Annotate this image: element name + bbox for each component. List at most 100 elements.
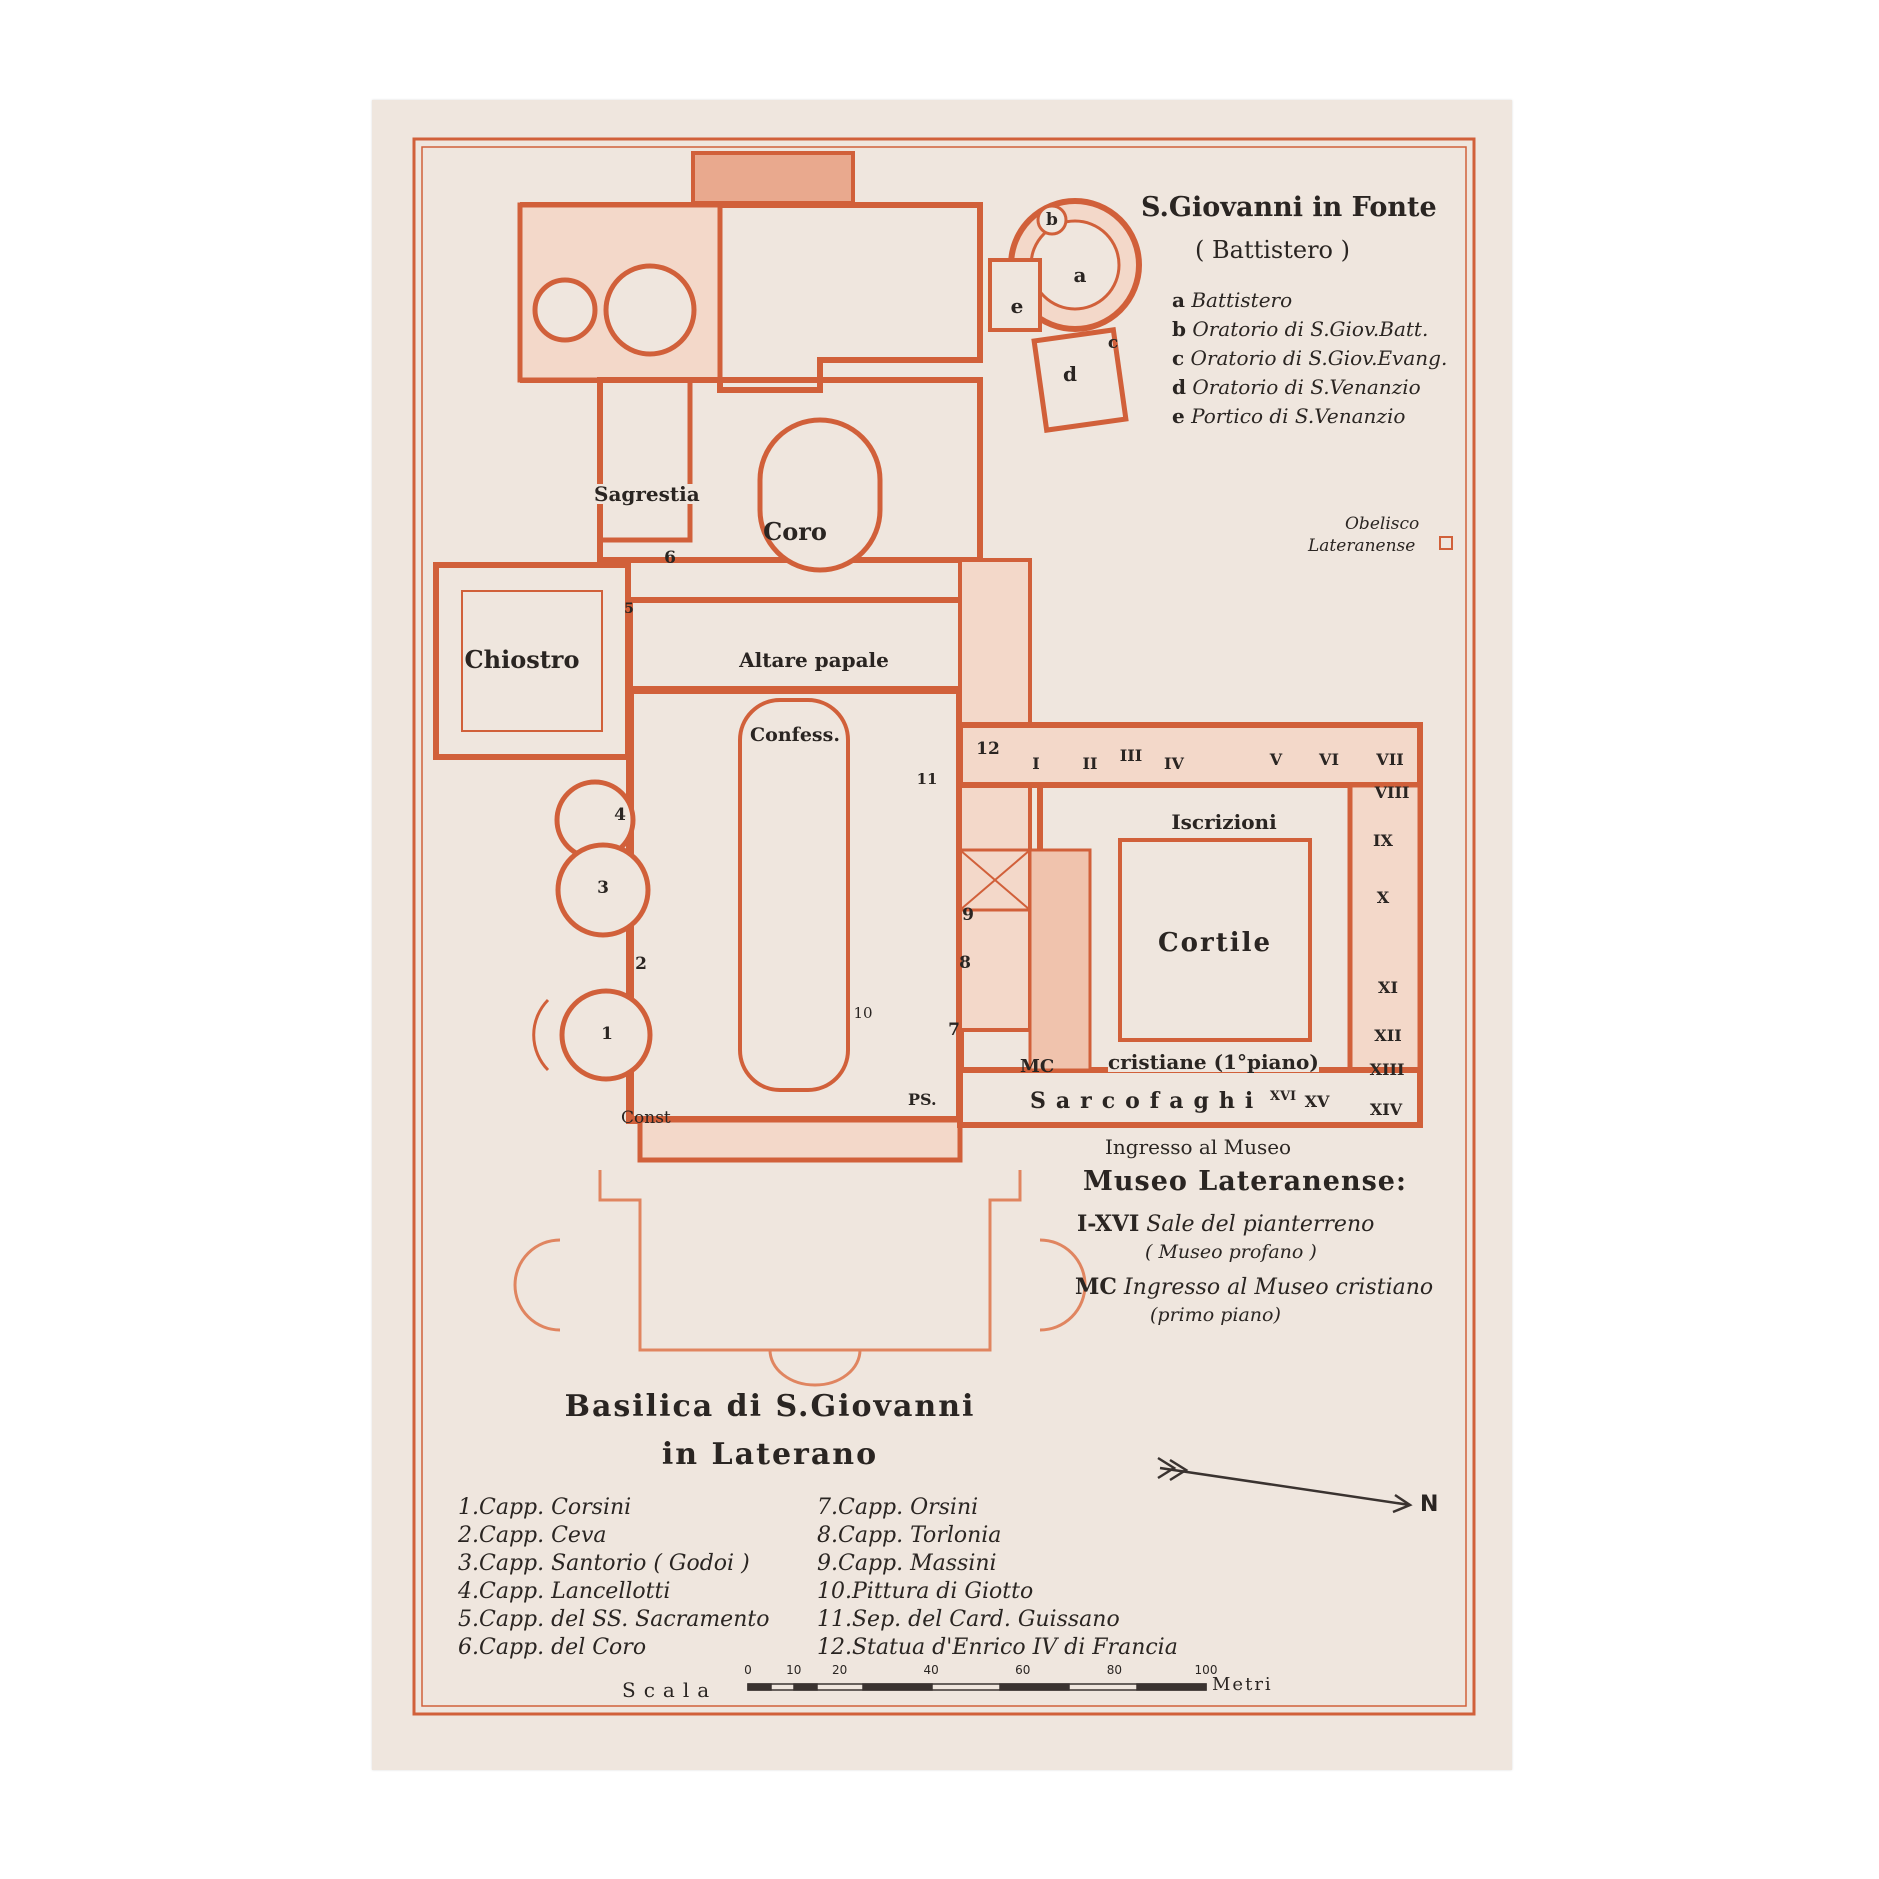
map-frame-inner [421, 146, 1467, 1707]
museum-hall-VI: VI [1319, 750, 1339, 769]
label-confess: Confess. [750, 724, 840, 746]
compass-arrow [1157, 1456, 1413, 1514]
baptistery-legend-key: d [1172, 375, 1186, 399]
label-ps: PS. [908, 1090, 937, 1109]
museum-legend-key1: I-XVI [1077, 1211, 1140, 1237]
chapel-number-6: 6 [664, 548, 676, 568]
map-frame-outer [412, 137, 1476, 1716]
baptistery-legend-item: d Oratorio di S.Venanzio [1172, 377, 1421, 397]
chapel-number-11: 11 [916, 770, 938, 788]
chapel-number-8: 8 [959, 953, 971, 973]
scale-tick-label: 60 [1015, 1663, 1031, 1677]
museum-hall-XV: XV [1304, 1092, 1330, 1111]
baptistery-title: S.Giovanni in Fonte [1141, 192, 1437, 223]
baptistery-legend-item: b Oratorio di S.Giov.Batt. [1172, 319, 1428, 339]
baptistery-legend-item: a Battistero [1172, 290, 1292, 310]
baptistery-letter-a: a [1073, 263, 1087, 287]
chapel-legend-item: 4.Capp. Lancellotti [458, 1579, 671, 1604]
museum-hall-IV: IV [1164, 754, 1184, 773]
label-cristiane: cristiane (1°piano) [1108, 1050, 1319, 1074]
chapel-legend-item: 8.Capp. Torlonia [817, 1523, 1002, 1548]
label-sarcofaghi: Sarcofaghi [1030, 1088, 1264, 1114]
museum-hall-VIII: VIII [1374, 783, 1410, 802]
label-ingresso-museo: Ingresso al Museo [1105, 1135, 1292, 1159]
chapel-legend-item: 9.Capp. Massini [817, 1551, 997, 1576]
baptistery-subtitle: ( Battistero ) [1195, 236, 1350, 264]
chapel-number-4: 4 [614, 805, 626, 825]
chapel-legend-item: 5.Capp. del SS. Sacramento [458, 1607, 770, 1632]
museum-hall-X: X [1376, 888, 1390, 907]
label-chiostro: Chiostro [464, 645, 580, 674]
scale-tick-label: 10 [786, 1663, 802, 1677]
baptistery-letter-b: b [1046, 210, 1058, 230]
scale-label: Scala [622, 1678, 718, 1702]
scale-tick-label: 100 [1194, 1663, 1218, 1677]
chapel-legend-item: 3.Capp. Santorio ( Godoi ) [458, 1551, 750, 1576]
baptistery-legend-item: c Oratorio di S.Giov.Evang. [1172, 348, 1447, 368]
chapel-number-1: 1 [601, 1024, 613, 1044]
museum-hall-VII: VII [1376, 750, 1404, 769]
chapel-number-10: 10 [853, 1004, 873, 1022]
scale-bar [747, 1683, 1207, 1691]
scale-tick-label: 40 [923, 1663, 939, 1677]
museum-title: Museo Lateranense: [1083, 1166, 1407, 1197]
chapel-number-3: 3 [597, 878, 609, 898]
museum-legend-key2: MC [1075, 1274, 1117, 1300]
baptistery-legend-key: c [1172, 346, 1185, 370]
chapel-legend-item: 7.Capp. Orsini [817, 1495, 979, 1520]
baptistery-legend-item: e Portico di S.Venanzio [1172, 406, 1405, 426]
scale-unit: Metri [1212, 1674, 1273, 1695]
baptistery-legend-text: Battistero [1191, 288, 1293, 312]
museum-hall-II: II [1082, 754, 1098, 773]
label-mc: MC [1020, 1056, 1055, 1077]
label-coro: Coro [763, 517, 827, 546]
baptistery-legend-key: e [1172, 404, 1185, 428]
label-iscrizioni: Iscrizioni [1171, 810, 1277, 834]
museum-hall-III: III [1119, 746, 1143, 765]
chapel-legend-item: 1.Capp. Corsini [458, 1495, 632, 1520]
chapel-legend-item: 2.Capp. Ceva [458, 1523, 607, 1548]
baptistery-legend-text: Oratorio di S.Giov.Evang. [1190, 346, 1448, 370]
museum-hall-IX: IX [1373, 831, 1393, 850]
museum-legend-sub1: ( Museo profano ) [1145, 1241, 1317, 1263]
baptistery-letter-d: d [1063, 362, 1077, 386]
chapel-number-5: 5 [624, 601, 634, 617]
label-const: Const [621, 1108, 671, 1128]
museum-hall-V: V [1269, 750, 1283, 769]
building-walls [433, 151, 1453, 1387]
map-title-line2: in Laterano [661, 1437, 879, 1472]
chapel-legend-item: 12.Statua d'Enrico IV di Francia [817, 1635, 1178, 1660]
baptistery-legend-text: Portico di S.Venanzio [1191, 404, 1406, 428]
scale-tick-label: 20 [831, 1663, 848, 1677]
chapel-number-12: 12 [976, 739, 1000, 759]
museum-hall-XII: XII [1374, 1026, 1402, 1045]
chapel-legend-item: 10.Pittura di Giotto [817, 1579, 1034, 1604]
museum-hall-XVI: XVI [1269, 1089, 1297, 1104]
museum-legend-sub2: (primo piano) [1150, 1304, 1281, 1326]
museum-legend-line2: MC Ingresso al Museo cristiano [1075, 1276, 1433, 1299]
scale-tick-label: 80 [1106, 1663, 1123, 1677]
baptistery-legend-text: Oratorio di S.Venanzio [1192, 375, 1421, 399]
museum-legend-line1: I-XVI Sale del pianterreno [1077, 1213, 1374, 1236]
baptistery-letter-e: e [1010, 294, 1024, 318]
museum-hall-XIII: XIII [1369, 1060, 1405, 1079]
label-cortile: Cortile [1157, 928, 1273, 958]
museum-hall-XI: XI [1378, 978, 1398, 997]
baptistery-letter-c: c [1107, 333, 1119, 353]
baptistery-legend-key: a [1172, 288, 1185, 312]
label-altare: Altare papale [739, 648, 889, 672]
chapel-number-2: 2 [635, 954, 647, 974]
label-sagrestia: Sagrestia [594, 482, 700, 506]
obelisk-label-line2: Lateranense [1308, 536, 1416, 556]
map-title-line1: Basilica di S.Giovanni [564, 1389, 976, 1424]
museum-hall-I: I [1032, 754, 1040, 773]
chapel-legend-item: 6.Capp. del Coro [458, 1635, 647, 1660]
chapel-number-7: 7 [948, 1020, 960, 1040]
scale-tick-label: 0 [744, 1663, 752, 1677]
compass-north-label: N [1420, 1492, 1439, 1517]
museum-legend-text1: Sale del pianterreno [1146, 1212, 1375, 1237]
museum-hall-XIV: XIV [1369, 1100, 1403, 1119]
chapel-number-9: 9 [962, 905, 974, 925]
obelisk-label-line1: Obelisco [1345, 514, 1420, 534]
